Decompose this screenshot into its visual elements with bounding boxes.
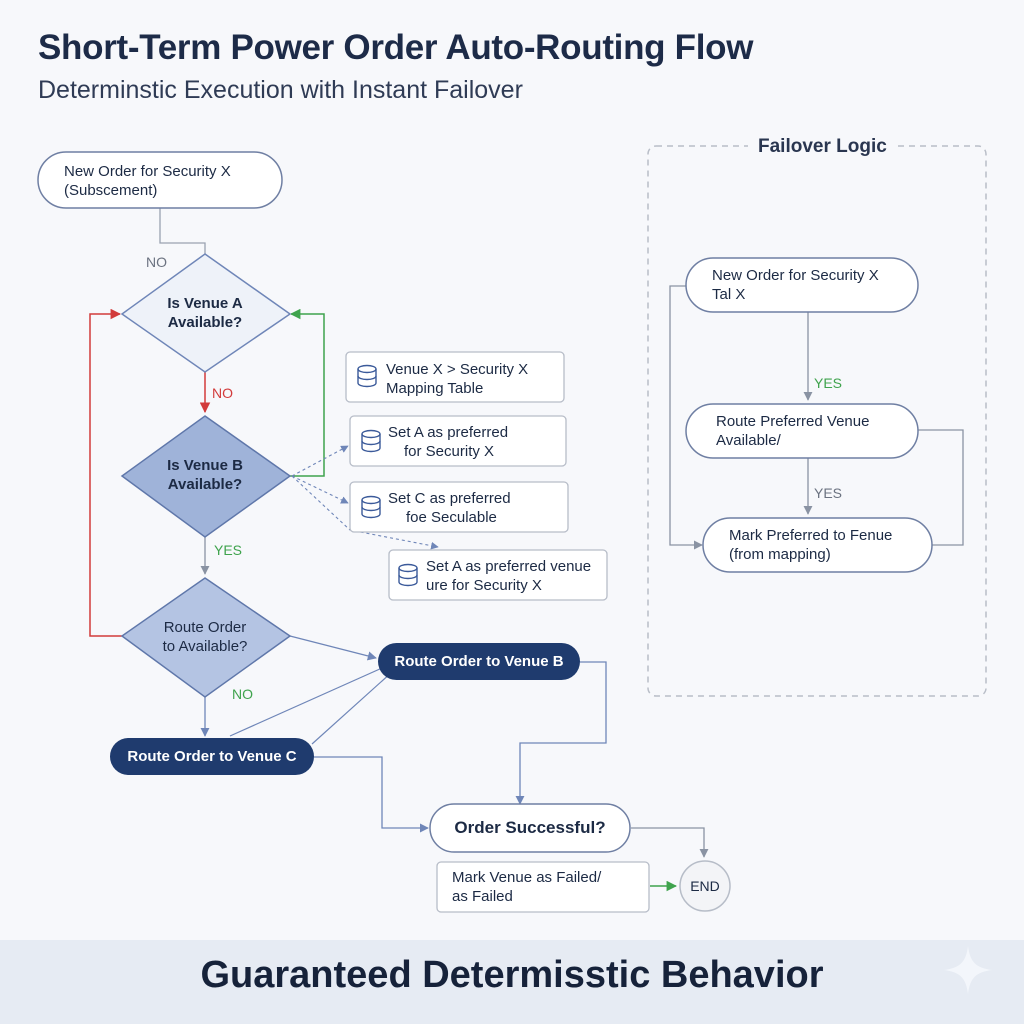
database-icon: [398, 563, 418, 587]
database-icon: [361, 495, 381, 519]
page-title: Short-Term Power Order Auto-Routing Flow: [38, 28, 754, 67]
mapping-box-4: [388, 549, 608, 601]
mapping-2-line2: for Security X: [404, 443, 495, 460]
failover-2-line2: Available/: [716, 432, 781, 449]
decision-venue-a-text: Is Venue A Available?: [140, 294, 270, 332]
failover-edge-left: [669, 285, 703, 550]
edge-label-no-top: NO: [146, 254, 167, 270]
route-venue-b-node: [378, 643, 580, 680]
edge-label-no-red: NO: [212, 385, 233, 401]
edge-c-to-venue-b-1: [229, 667, 383, 737]
decision-route-text: Route Order to Available?: [136, 618, 274, 656]
failover-node-1: [685, 257, 919, 313]
edge-c-to-venue-b-2: [311, 671, 393, 745]
decision-venue-a: [120, 253, 292, 373]
mapping-3-line2: foe Seculable: [406, 509, 497, 526]
edge-success-to-end: [631, 827, 709, 858]
edge-label-yes-b: YES: [214, 542, 243, 558]
sparkle-icon: [944, 946, 992, 994]
failover-yes-1: YES: [814, 375, 843, 391]
database-icon: [357, 364, 377, 388]
failover-3-line2: (from mapping): [729, 546, 831, 563]
mapping-4-line1: Set A as preferred venue: [426, 558, 592, 575]
failover-node-1-text: New Order for Security X Tal X: [712, 266, 879, 304]
decision-route-line1: Route Order: [163, 619, 247, 636]
failover-yes-2: YES: [814, 485, 843, 501]
start-line1: New Order for Security X: [64, 163, 231, 180]
route-venue-c-node: [110, 738, 314, 775]
mark-failed-text: Mark Venue as Failed/ as Failed: [452, 868, 601, 906]
mapping-3-line1: Set C as preferred: [388, 490, 511, 507]
failover-3-line1: Mark Preferred to Fenue: [729, 527, 893, 544]
mapping-box-2: [349, 415, 567, 467]
failover-node-2: [685, 403, 919, 459]
mapping-4-line2: ure for Security X: [426, 577, 542, 594]
edge-venue-b-to-success: [515, 661, 607, 805]
failover-1-line1: New Order for Security X: [712, 267, 879, 284]
start-node: [37, 151, 283, 209]
mapping-box-1: [345, 351, 565, 403]
edge-green-loop: [289, 308, 325, 477]
failover-node-3: [702, 517, 933, 573]
decision-a-line2: Available?: [167, 314, 243, 331]
database-icon: [361, 429, 381, 453]
page-subtitle: Determinstic Execution with Instant Fail…: [38, 76, 523, 104]
edge-dash-1: [291, 445, 349, 477]
failover-node-2-text: Route Preferred Venue Available/: [716, 412, 869, 450]
mark-failed-line2: as Failed: [452, 888, 513, 905]
end-label: END: [690, 878, 720, 894]
footer-band: [0, 940, 1024, 1024]
mapping-box-3-text: Set C as preferred foe Seculable: [388, 489, 511, 527]
decision-b-line1: Is Venue B: [167, 457, 243, 474]
failover-node-3-text: Mark Preferred to Fenue (from mapping): [729, 526, 892, 564]
mapping-1-line1: Venue X > Security X: [386, 361, 529, 378]
edge-route-to-venue-b: [289, 635, 377, 661]
edge-label-no-route: NO: [232, 686, 253, 702]
edge-c-to-success: [314, 756, 429, 833]
start-node-text: New Order for Security X (Subscement): [64, 162, 231, 200]
edge-start-to-a: [159, 208, 206, 254]
end-node: [679, 860, 731, 912]
footer-title: Guaranteed Determisstic Behavior: [200, 954, 824, 996]
failover-2-line1: Route Preferred Venue: [716, 413, 870, 430]
decision-venue-b-text: Is Venue B Available?: [140, 456, 270, 494]
failover-edge-right: [918, 429, 964, 546]
mapping-box-1-text: Venue X > Security X Mapping Table: [386, 360, 528, 398]
mapping-box-4-text: Set A as preferred venue ure for Securit…: [426, 557, 591, 595]
decision-route: [120, 577, 292, 698]
order-successful-label: Order Successful?: [454, 818, 606, 837]
route-venue-b-label: Route Order to Venue B: [394, 653, 564, 670]
mapping-1-line2: Mapping Table: [386, 380, 484, 397]
edge-red-loop: [89, 308, 122, 637]
decision-a-line1: Is Venue A: [167, 295, 243, 312]
mark-failed-box: [436, 861, 650, 913]
order-successful-node: [429, 803, 631, 853]
failover-1-line2: Tal X: [712, 286, 746, 303]
failover-panel-title: Failover Logic: [748, 136, 897, 158]
edge-dash-2: [291, 475, 349, 504]
mapping-2-line1: Set A as preferred: [388, 424, 509, 441]
decision-b-line2: Available?: [167, 476, 243, 493]
decision-route-line2: to Available?: [162, 638, 248, 655]
mapping-box-3: [349, 481, 569, 533]
mark-failed-line1: Mark Venue as Failed/: [452, 869, 602, 886]
mapping-box-2-text: Set A as preferred for Security X: [388, 423, 508, 461]
start-line2: (Subscement): [64, 182, 158, 199]
decision-venue-b: [120, 415, 292, 538]
route-venue-c-label: Route Order to Venue C: [127, 748, 297, 765]
